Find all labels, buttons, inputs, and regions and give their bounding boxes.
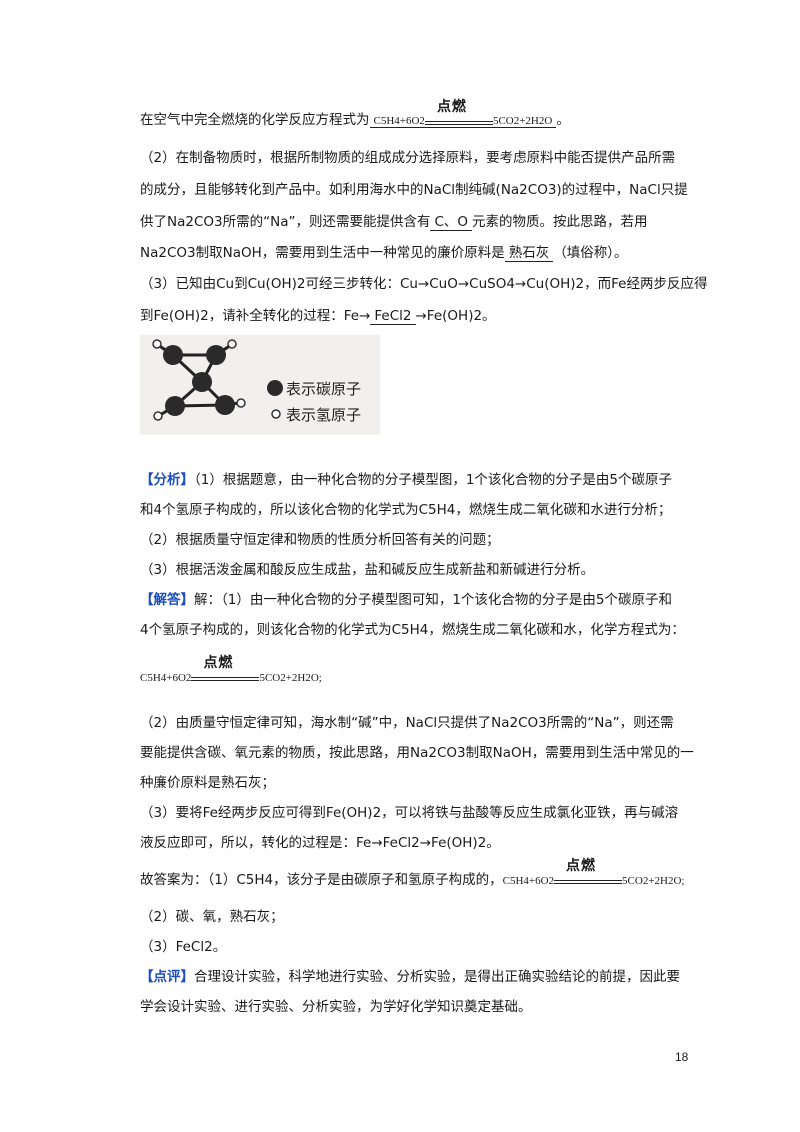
answer-line: （3）FeCl2。 (140, 939, 227, 955)
paragraph-line: （2）在制备物质时，根据所制物质的组成成分选择原料，要考虑原料中能否提供产品所需 (140, 150, 676, 166)
carbon-atom (192, 372, 212, 392)
analysis-line: 【分析】（1）根据题意，由一种化合物的分子模型图，1个该化合物的分子是由5个碳原… (140, 472, 673, 488)
legend-hydrogen-label: 表示氢原子 (286, 406, 361, 424)
paragraph-line: 到Fe(OH)2，请补全转化的过程：Fe→FeCl2→Fe(OH)2。 (140, 308, 496, 325)
answer-blank: C、O (430, 214, 473, 231)
hydrogen-atom (152, 339, 162, 349)
analysis-line: （2）根据质量守恒定律和物质的性质分析回答有关的问题； (140, 532, 500, 548)
page-number: 18 (675, 1050, 689, 1064)
solution-line: 种廉价原料是熟石灰； (140, 775, 275, 791)
text-segment: 。 (556, 112, 570, 128)
answer-blank: 熟石灰 (504, 245, 554, 262)
carbon-atom (165, 396, 185, 416)
paragraph-line: （3）已知由Cu到Cu(OH)2可经三步转化：Cu→CuO→CuSO4→Cu(O… (140, 276, 708, 292)
comment-line: 【点评】合理设计实验，科学地进行实验、分析实验，是得出正确实验结论的前提，因此要 (140, 969, 680, 985)
solution-line: （2）由质量守恒定律可知，海水制“碱”中，NaCl只提供了Na2CO3所需的“N… (140, 715, 674, 731)
paragraph-line: Na2CO3制取NaOH，需要用到生活中一种常见的廉价原料是熟石灰（填俗称）。 (140, 245, 628, 262)
molecule-model-figure: 表示碳原子 表示氢原子 (140, 335, 380, 435)
hydrogen-atom (236, 398, 246, 408)
molecule-model-diagram: 表示碳原子 表示氢原子 (152, 339, 361, 424)
comment-line: 学会设计实验、进行实验、分析实验，为学好化学知识奠定基础。 (140, 999, 532, 1015)
solution-line: 液反应即可，所以，转化的过程是：Fe→FeCl2→Fe(OH)2。 (140, 835, 500, 851)
reaction-arrow: 点燃 (191, 656, 260, 688)
hydrogen-atom (227, 339, 237, 349)
reaction-arrow: 点燃 (424, 100, 493, 132)
carbon-atom (163, 345, 183, 365)
reaction-arrow: 点燃 (554, 859, 623, 891)
legend-carbon-label: 表示碳原子 (286, 380, 361, 398)
legend-carbon-icon (267, 380, 283, 396)
hydrogen-atom (153, 411, 163, 421)
answer-line: （2）碳、氧，熟石灰； (140, 909, 284, 925)
text-segment: 在空气中完全燃烧的化学反应方程式为 (140, 112, 370, 128)
solution-line: 4个氢原子构成的，则该化合物的化学式为C5H4，燃烧生成二氧化碳和水，化学方程式… (140, 622, 685, 638)
answer-blank: FeCl2 (370, 308, 416, 325)
analysis-line: （3）根据活泼金属和酸反应生成盐，盐和碱反应生成新盐和新碱进行分析。 (140, 562, 595, 578)
carbon-atom (206, 345, 226, 365)
solution-line: 要能提供含碳、氧元素的物质，按此思路，用Na2CO3制取NaOH，需要用到生活中… (140, 745, 694, 761)
solution-line: （3）要将Fe经两步反应可得到Fe(OH)2，可以将铁与盐酸等反应生成氯化亚铁，… (140, 805, 679, 821)
comment-tag: 【点评】 (140, 969, 194, 985)
analysis-line: 和4个氢原子构成的，所以该化合物的化学式为C5H4，燃烧生成二氧化碳和水进行分析… (140, 502, 672, 518)
solution-line: 【解答】解：（1）由一种化合物的分子模型图可知，1个该化合物的分子是由5个碳原子… (140, 592, 673, 608)
legend-hydrogen-icon (271, 409, 281, 419)
solution-tag: 【解答】 (140, 592, 194, 608)
carbon-atom (215, 395, 235, 415)
analysis-tag: 【分析】 (140, 472, 194, 488)
paragraph-line: 的成分，且能够转化到产品中。如利用海水中的NaCl制纯碱(Na2CO3)的过程中… (140, 182, 688, 198)
